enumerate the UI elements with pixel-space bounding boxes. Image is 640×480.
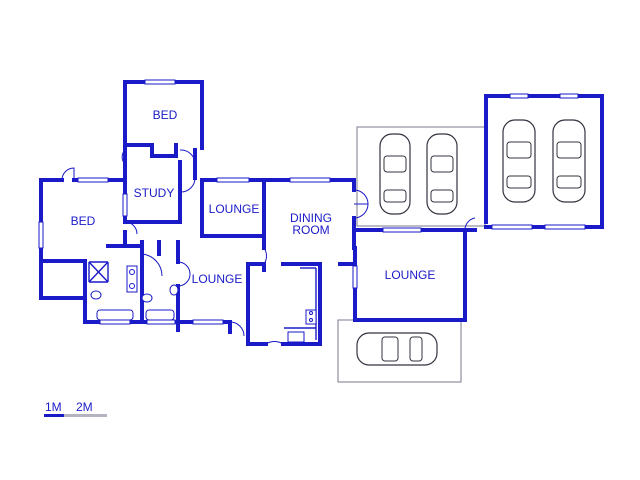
car-5 — [356, 332, 438, 366]
kitchen-sink — [287, 331, 305, 343]
car-3 — [502, 119, 536, 203]
fixtures — [90, 265, 317, 343]
basin — [169, 284, 179, 296]
windows — [38, 79, 586, 325]
room-label-lounge-right: LOUNGE — [385, 268, 436, 282]
scale-label-2m: 2M — [76, 400, 93, 414]
scale-label-1m: 1M — [45, 400, 62, 414]
room-label-dining-line2: ROOM — [292, 223, 329, 237]
room-label-bed-top: BED — [153, 108, 178, 122]
scale-bar: 1M 2M — [44, 400, 107, 417]
car-4 — [552, 119, 586, 203]
room-label-dining-line1: DINING — [290, 211, 332, 225]
room-label-lounge-small: LOUNGE — [209, 202, 260, 216]
partitions — [88, 261, 317, 340]
walls — [39, 80, 604, 346]
toilet-2 — [141, 293, 153, 303]
bathtub-2 — [145, 309, 175, 321]
room-label-bed-left: BED — [71, 214, 96, 228]
car-1 — [379, 133, 411, 215]
room-label-study: STUDY — [134, 186, 175, 200]
doors — [61, 149, 476, 345]
carport-top-outline — [356, 126, 486, 227]
toilet — [90, 290, 102, 300]
room-label-lounge-center: LOUNGE — [192, 272, 243, 286]
bathtub — [96, 309, 134, 321]
vanity — [126, 265, 138, 293]
stove — [305, 309, 317, 325]
car-2 — [426, 133, 458, 215]
